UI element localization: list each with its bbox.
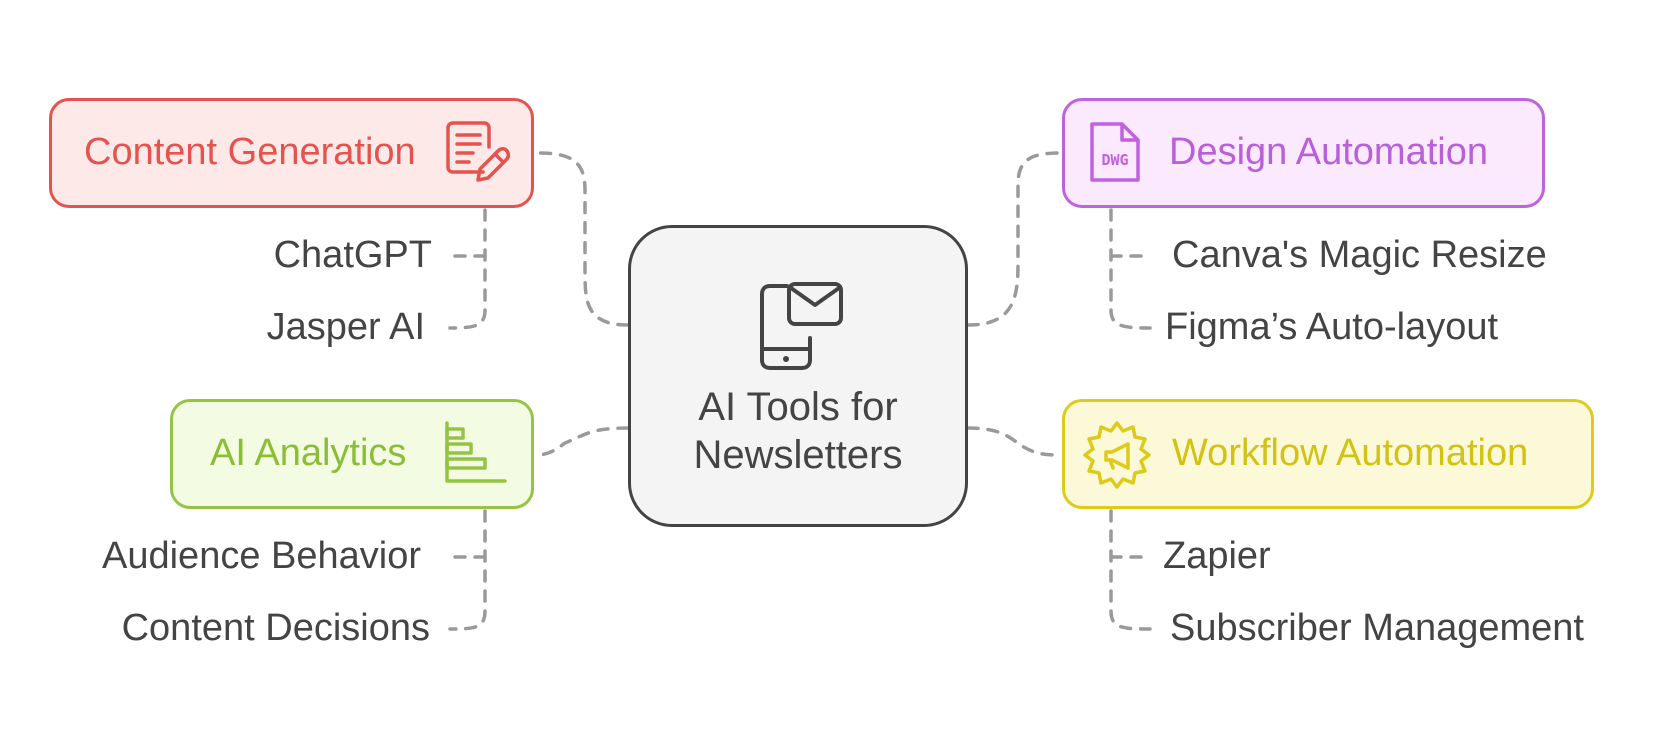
connector-center-workflow [966,426,1062,457]
connector-analytics-trunk [448,509,487,631]
ai-analytics-label: AI Analytics [210,432,407,474]
list-item-canva-magic-resize: Canva's Magic Resize [1172,234,1547,276]
workflow-automation-box [1062,399,1594,509]
list-item-audience-behavior: Audience Behavior [102,535,421,577]
dwg-file-icon: DWG [1090,122,1140,182]
center-title-line1: AI Tools for [698,385,898,429]
connector-design-trunk [1109,208,1152,330]
connector-center-content [535,151,630,327]
content-generation-box [49,98,534,208]
list-item-subscriber-management: Subscriber Management [1170,607,1584,649]
connector-content-trunk [448,208,487,330]
center-title-line2: Newsletters [693,433,903,477]
connector-workflow-trunk [1109,509,1152,631]
bar-chart-icon [445,421,507,483]
workflow-automation-label: Workflow Automation [1172,432,1529,474]
list-item-figma-auto-layout: Figma’s Auto-layout [1165,306,1499,348]
gear-megaphone-icon [1083,421,1151,489]
phone-mail-icon [760,282,843,370]
ai-analytics-box [170,399,534,509]
svg-text:DWG: DWG [1101,151,1128,169]
design-automation-box [1062,98,1545,208]
list-item-content-decisions: Content Decisions [121,607,430,649]
list-item-chatgpt: ChatGPT [273,234,432,276]
document-edit-icon [446,121,511,182]
center-node [628,225,968,527]
content-generation-label: Content Generation [84,131,416,173]
connector-center-design [966,151,1062,327]
connector-center-analytics [534,426,630,457]
center-title: AI Tools for Newsletters [628,383,968,479]
design-automation-label: Design Automation [1169,131,1488,173]
list-item-zapier: Zapier [1163,535,1271,577]
list-item-jasper-ai: Jasper AI [266,306,425,348]
